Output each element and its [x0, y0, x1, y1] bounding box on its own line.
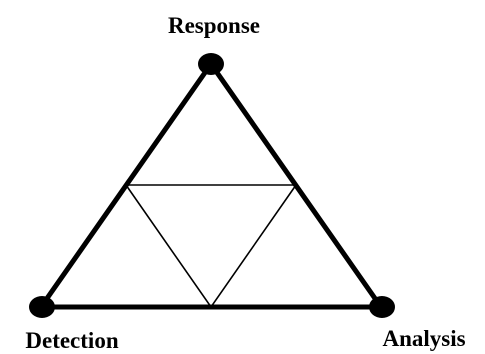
node-detection — [29, 296, 55, 318]
node-response — [198, 53, 224, 75]
node-analysis — [369, 296, 395, 318]
label-analysis: Analysis — [382, 326, 465, 351]
inner-triangle — [124, 184, 298, 309]
label-response: Response — [168, 13, 260, 38]
label-detection: Detection — [25, 328, 118, 353]
